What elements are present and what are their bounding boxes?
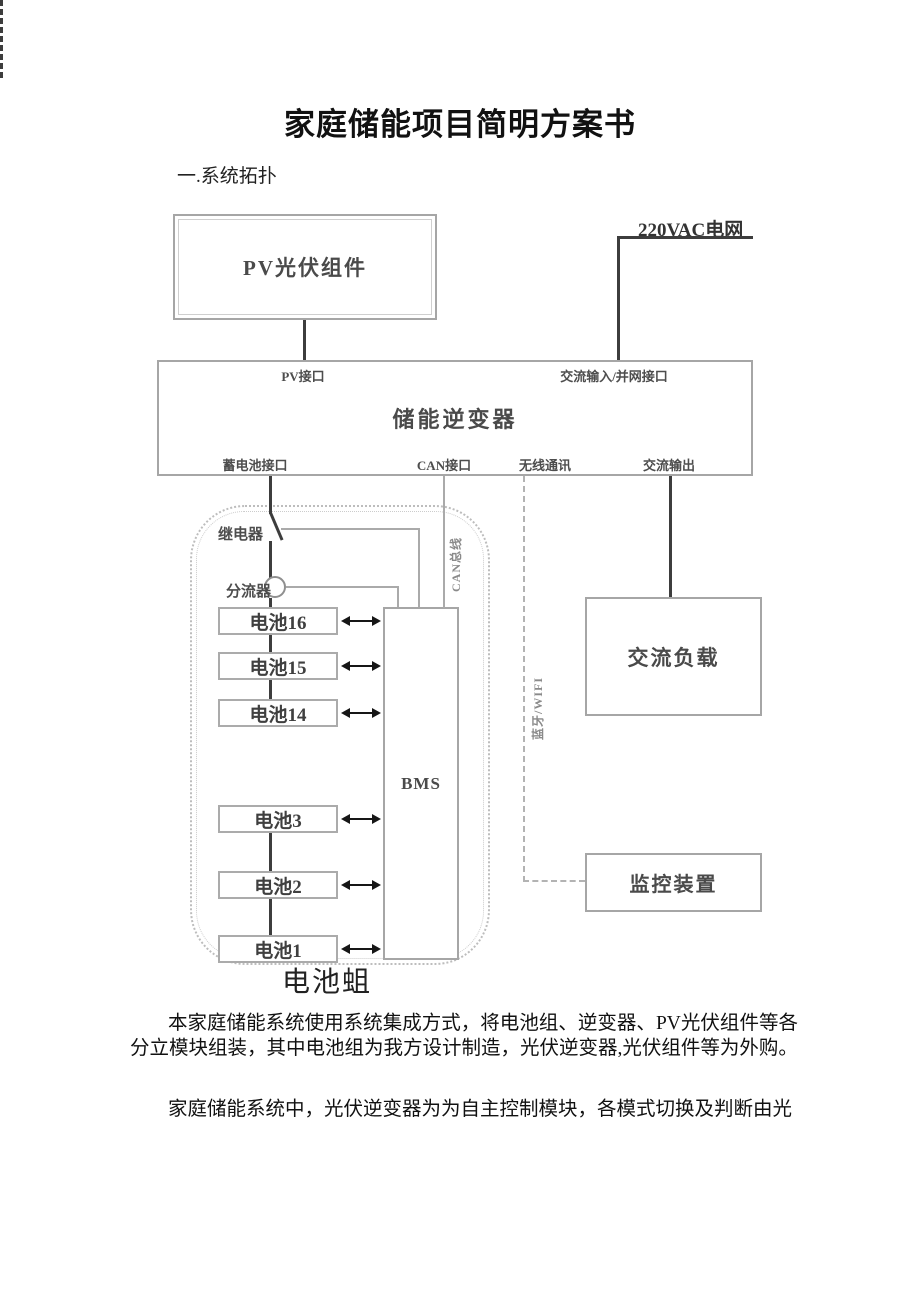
inverter-port-battery: 蓄电池接口 [222,458,288,473]
relay-to-bms-wire [418,528,420,608]
battery-cell-label: 电池3 [254,810,302,832]
monitor-device-label: 监控装置 [629,874,718,896]
body-paragraph: 本家庭储能系统使用系统集成方式，将电池组、逆变器、PV光伏组件等各分立模块组装，… [130,1013,798,1059]
bluetooth-wifi-label: 蓝牙/WIFI [531,676,545,740]
monitor-device-box: 监控装置 [585,853,762,912]
battery-cell-label: 电池2 [254,876,302,898]
battery-wire [269,476,272,514]
ac-load-box: 交流负载 [585,597,762,716]
bms-box: BMS [383,607,459,960]
inverter-label: 储能逆变器 [392,407,518,432]
inverter-box [157,360,753,476]
battery-wire [269,833,272,872]
body-paragraph: 家庭储能系统中，光伏逆变器为为自主控制模块，各模式切换及判断由光 [168,1099,793,1120]
battery-wire [269,598,272,609]
battery-pack-enclosure [190,505,490,965]
battery-wire-dashed-gap [0,0,920,78]
wireless-link-wire [523,476,525,882]
battery-cell-box: 电池2 [218,871,338,899]
page-title: 家庭储能项目简明方案书 [284,107,636,142]
can-bus-wire [443,476,445,608]
battery-cell-box: 电池15 [218,652,338,680]
battery-wire [269,541,272,578]
ac-output-wire [669,476,672,597]
shunt-icon [264,576,286,598]
battery-cell-box: 电池14 [218,699,338,727]
grid-line-horizontal [617,236,753,239]
grid-label: 220VAC电网 [638,220,744,241]
section-heading: 一.系统拓扑 [177,166,277,187]
wireless-link-wire [523,880,585,882]
bidirectional-arrow-icon [341,615,381,627]
shunt-to-bms-wire [397,586,399,608]
pv-module-label: PV光伏组件 [243,256,367,280]
inverter-port-wireless: 无线通讯 [518,458,572,473]
bidirectional-arrow-icon [341,879,381,891]
battery-cell-label: 电池14 [249,704,307,726]
grid-line-vertical [617,236,620,362]
relay-to-bms-wire [281,528,420,530]
relay-label: 继电器 [218,527,264,543]
battery-cell-label: 电池15 [249,657,307,679]
ac-load-label: 交流负载 [627,645,720,670]
battery-cell-box: 电池1 [218,935,338,963]
inverter-port-ac-in: 交流输入/并网接口 [560,369,668,384]
bms-label: BMS [401,773,441,793]
bidirectional-arrow-icon [341,707,381,719]
battery-cell-box: 电池16 [218,607,338,635]
shunt-label: 分流器 [226,584,272,600]
battery-wire [269,680,272,700]
battery-cell-label: 电池16 [249,612,307,634]
inverter-port-pv: PV接口 [281,369,325,384]
bidirectional-arrow-icon [341,943,381,955]
bidirectional-arrow-icon [341,660,381,672]
bidirectional-arrow-icon [341,813,381,825]
pv-to-inverter-line [303,320,306,362]
pv-module-box: PV光伏组件 [173,214,437,320]
battery-cell-box: 电池3 [218,805,338,833]
battery-cell-label: 电池1 [254,940,302,962]
battery-wire [269,635,272,653]
battery-wire [269,899,272,936]
battery-pack-caption: 电池蛆 [282,967,373,998]
shunt-to-bms-wire [286,586,399,588]
inverter-port-can: CAN接口 [416,458,472,473]
can-bus-label: CAN总线 [449,537,463,592]
inverter-port-ac-out: 交流输出 [642,458,696,473]
